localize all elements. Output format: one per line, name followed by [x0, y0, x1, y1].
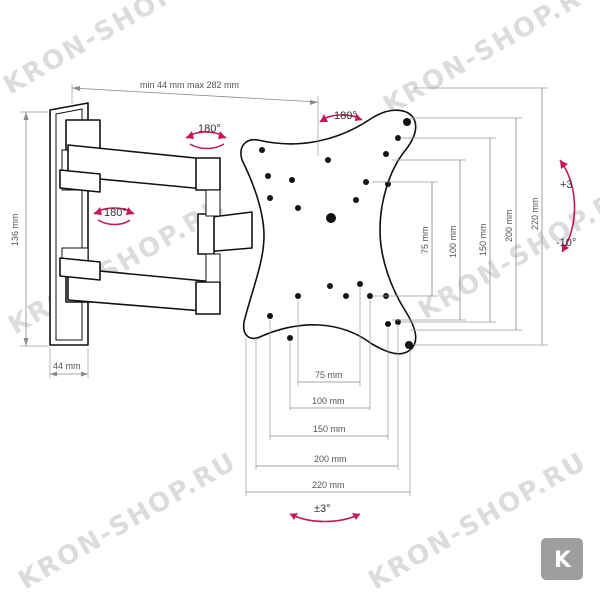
hole [295, 293, 301, 299]
arm-extension-dimension: min 44 mm max 282 mm [71, 80, 319, 156]
wall-plate-width-dimension: 44 mm [49, 348, 89, 378]
tv-plate-holes [259, 118, 413, 349]
rotation-arm: 180° [93, 207, 135, 226]
hole [353, 197, 359, 203]
swivel-indicator: ±3° [289, 503, 361, 523]
horizontal-dimensions: 75 mm 100 mm 150 mm 200 mm 220 mm [245, 288, 411, 496]
rotation-top-left: 180° [185, 123, 227, 150]
tv-plate [240, 109, 417, 355]
shop-logo-letter: K [554, 548, 572, 573]
hole [327, 283, 333, 289]
watermark-middle-right: KRON-SHOP.RU [414, 177, 600, 326]
hole [395, 319, 401, 325]
hole [395, 135, 401, 141]
hole [357, 281, 363, 287]
hole [343, 293, 349, 299]
wall-plate [49, 102, 101, 346]
tilt-down-label: -10° [556, 237, 576, 249]
hole [295, 205, 301, 211]
vertical-200-label: 200 mm [504, 209, 514, 242]
shop-logo-badge: K [541, 538, 583, 580]
upper-arm [59, 144, 221, 193]
horizontal-75-label: 75 mm [315, 370, 343, 380]
hole [267, 313, 273, 319]
wall-plate-height-label: 136 mm [10, 213, 20, 246]
vertical-75-label: 75 mm [420, 226, 430, 254]
hole [326, 213, 336, 223]
wall-plate-height-dimension: 136 mm [10, 111, 48, 347]
rotation-top-right-label: 180° [334, 110, 357, 122]
tilt-up-label: +3 [560, 179, 573, 191]
hole [367, 293, 373, 299]
rotation-arm-label: 180° [104, 207, 127, 219]
arm-extension-label: min 44 mm max 282 mm [140, 80, 239, 90]
horizontal-150-label: 150 mm [313, 424, 346, 434]
horizontal-200-label: 200 mm [314, 454, 347, 464]
wall-plate-width-label: 44 mm [53, 361, 81, 371]
swivel-label: ±3° [314, 503, 331, 515]
vertical-220-label: 220 mm [530, 197, 540, 230]
rotation-top-left-label: 180° [198, 123, 221, 135]
hole [385, 321, 391, 327]
hole [267, 195, 273, 201]
hole [403, 118, 411, 126]
hole [385, 181, 391, 187]
watermark-top-right: KRON-SHOP.RU [379, 0, 600, 121]
hole [265, 173, 271, 179]
hole [325, 157, 331, 163]
rotation-top-right: 180° [319, 110, 363, 123]
watermark-bottom-left: KRON-SHOP.RU [14, 447, 243, 596]
hole [259, 147, 265, 153]
horizontal-220-label: 220 mm [312, 480, 345, 490]
hole [287, 335, 293, 341]
hole [405, 341, 413, 349]
vertical-150-label: 150 mm [478, 223, 488, 256]
middle-arm [197, 189, 253, 283]
vertical-dimensions: 75 mm 100 mm 150 mm 200 mm 220 mm [372, 87, 548, 346]
hole [289, 177, 295, 183]
tilt-indicator: +3 -10° [556, 159, 576, 253]
hole [363, 179, 369, 185]
lower-arm [59, 257, 221, 315]
vertical-100-label: 100 mm [448, 225, 458, 258]
horizontal-100-label: 100 mm [312, 396, 345, 406]
hole [383, 151, 389, 157]
